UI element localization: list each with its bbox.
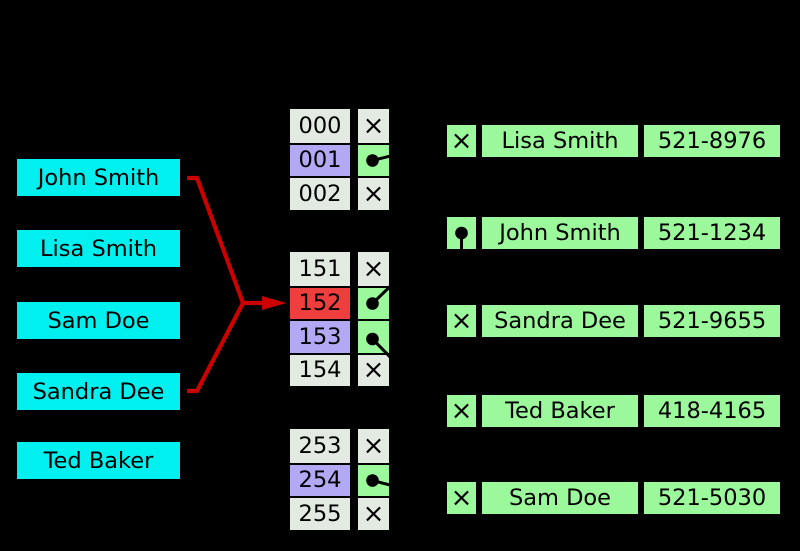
key-label: Ted Baker <box>43 447 154 474</box>
entry-row-sandra-dee: × Sandra Dee 521-9655 <box>445 303 782 339</box>
entry-row-ted-baker: × Ted Baker 418-4165 <box>445 393 782 429</box>
bucket-slot-002: × <box>358 176 389 210</box>
bucket-slot-255: × <box>358 496 389 530</box>
key-box-lisa-smith: Lisa Smith <box>17 230 180 267</box>
null-x-icon: × <box>450 483 473 513</box>
bucket-slot-001 <box>358 142 389 176</box>
entry-name-cell: Sam Doe <box>480 480 640 516</box>
entry-phone-cell: 521-5030 <box>642 480 782 516</box>
null-x-icon: × <box>362 355 385 386</box>
bucket-index-154: 154 <box>290 352 350 386</box>
key-label: Sandra Dee <box>32 378 165 405</box>
bucket-index-254: 254 <box>290 462 350 496</box>
hash-arrow-sandra-dee-line <box>187 302 245 394</box>
entry-phone-cell: 418-4165 <box>642 393 782 429</box>
bucket-index-255: 255 <box>290 496 350 530</box>
bucket-index-group-000s: 000 001 002 <box>288 107 352 212</box>
bucket-index-002: 002 <box>290 176 350 210</box>
bucket-index-253: 253 <box>290 429 350 463</box>
bucket-index-153: 153 <box>290 319 350 353</box>
entry-name-cell: Lisa Smith <box>480 123 640 159</box>
bucket-index-152: 152 <box>290 285 350 319</box>
entry-name-cell: John Smith <box>480 215 640 251</box>
key-box-ted-baker: Ted Baker <box>17 442 180 479</box>
entry-phone-cell: 521-8976 <box>642 123 782 159</box>
entry-row-lisa-smith: × Lisa Smith 521-8976 <box>445 123 782 159</box>
entry-row-sam-doe: × Sam Doe 521-5030 <box>445 480 782 516</box>
bucket-index-group-250s: 253 254 255 <box>288 427 352 532</box>
bucket-slot-253: × <box>358 429 389 463</box>
entry-next-cell: × <box>445 123 478 159</box>
bucket-index-000: 000 <box>290 109 350 143</box>
entry-name-cell: Sandra Dee <box>480 303 640 339</box>
entry-name-cell: Ted Baker <box>480 393 640 429</box>
entry-phone-cell: 521-1234 <box>642 215 782 251</box>
entry-next-cell: × <box>445 393 478 429</box>
bucket-index-001: 001 <box>290 142 350 176</box>
entry-next-cell <box>445 215 478 251</box>
hash-arrowhead-icon <box>262 296 287 310</box>
bucket-index-151: 151 <box>290 252 350 286</box>
entry-next-cell: × <box>445 303 478 339</box>
null-x-icon: × <box>362 178 385 209</box>
bucket-slot-154: × <box>358 352 389 386</box>
bucket-slot-151: × <box>358 252 389 286</box>
entry-row-john-smith: John Smith 521-1234 <box>445 215 782 251</box>
key-label: Lisa Smith <box>40 235 157 262</box>
bucket-slot-group-150s: × × <box>356 250 391 388</box>
null-x-icon: × <box>362 430 385 461</box>
bucket-slot-153 <box>358 319 389 353</box>
key-box-sandra-dee: Sandra Dee <box>17 373 180 410</box>
null-x-icon: × <box>450 126 473 156</box>
bucket-slot-152 <box>358 285 389 319</box>
bucket-slot-254 <box>358 462 389 496</box>
bucket-slot-000: × <box>358 109 389 143</box>
null-x-icon: × <box>450 396 473 426</box>
null-x-icon: × <box>362 498 385 529</box>
entry-phone-cell: 521-9655 <box>642 303 782 339</box>
key-label: John Smith <box>37 164 160 191</box>
key-box-sam-doe: Sam Doe <box>17 302 180 339</box>
bucket-index-group-150s: 151 152 153 154 <box>288 250 352 388</box>
entry-next-cell: × <box>445 480 478 516</box>
key-box-john-smith: John Smith <box>17 159 180 196</box>
bucket-slot-group-000s: × × <box>356 107 391 212</box>
key-label: Sam Doe <box>47 307 150 334</box>
bucket-slot-group-250s: × × <box>356 427 391 532</box>
null-x-icon: × <box>450 306 473 336</box>
null-x-icon: × <box>362 253 385 284</box>
null-x-icon: × <box>362 110 385 141</box>
hash-arrow-john-smith-line <box>187 175 245 304</box>
